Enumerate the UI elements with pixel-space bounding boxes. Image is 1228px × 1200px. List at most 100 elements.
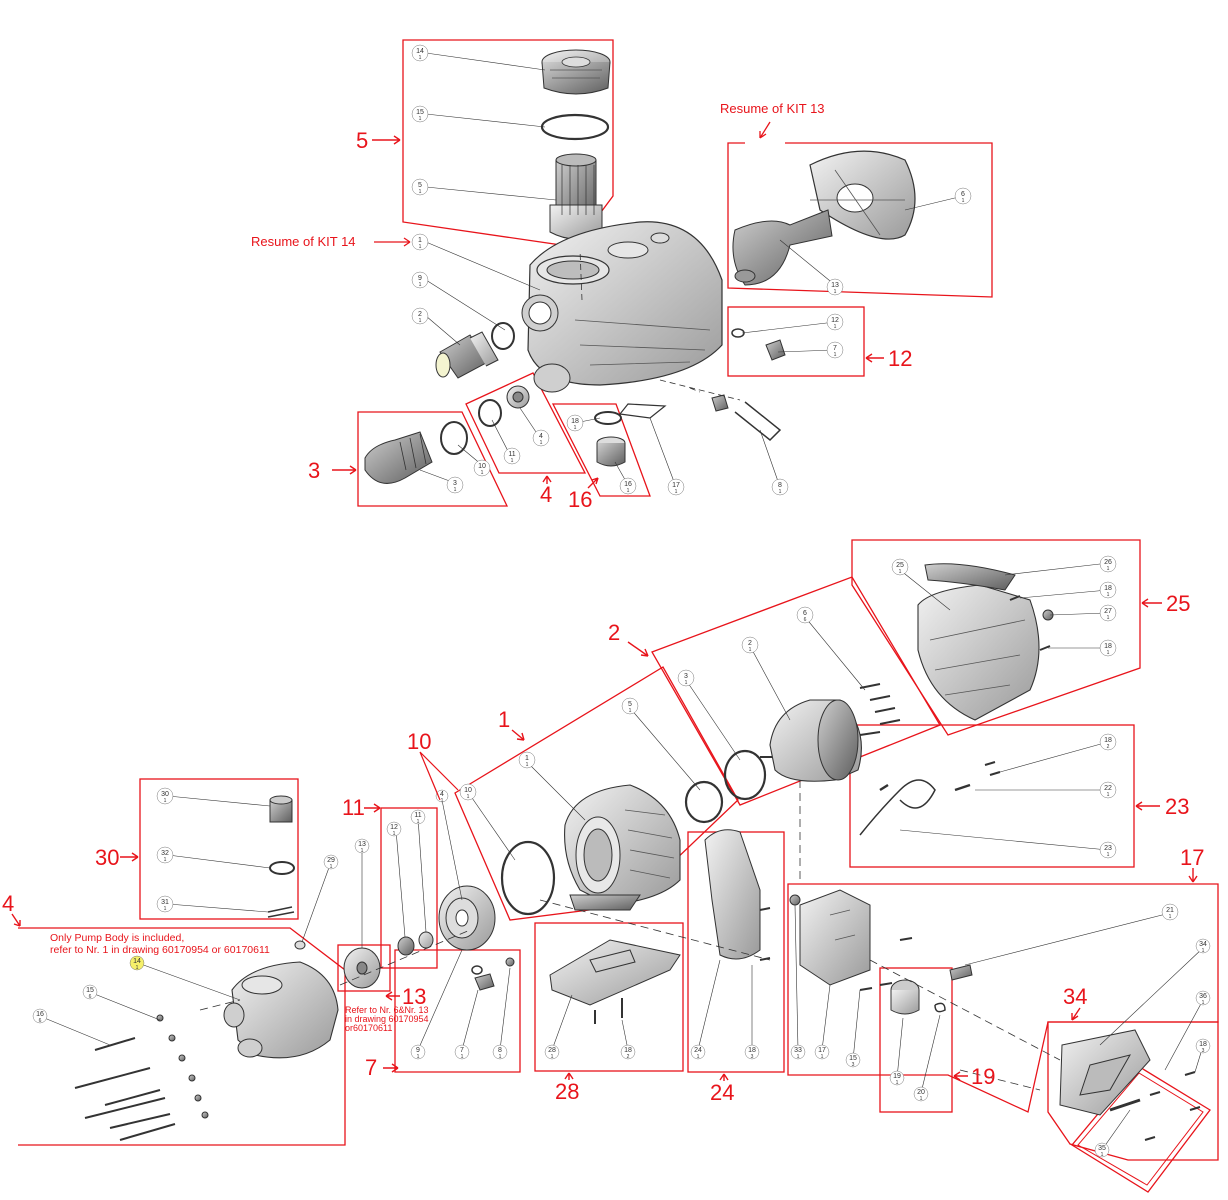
part-callout-bubble: 71 (826, 341, 844, 359)
motor-cover-part (917, 563, 1054, 721)
kit-arrow (11, 913, 21, 927)
hose-fitting-part (435, 331, 499, 379)
part-callout-bubble: 166 (32, 1008, 48, 1024)
svg-text:1: 1 (419, 282, 422, 288)
svg-text:18: 18 (1104, 643, 1112, 650)
svg-text:15: 15 (86, 987, 94, 994)
kit-arrow (120, 852, 139, 862)
svg-text:14: 14 (133, 958, 141, 965)
svg-text:18: 18 (571, 418, 579, 425)
svg-text:1: 1 (441, 798, 444, 804)
part-callout-bubble: 251 (891, 558, 909, 576)
svg-text:4: 4 (440, 791, 444, 798)
svg-text:1: 1 (419, 244, 422, 250)
kit-1-outline (454, 666, 739, 921)
svg-text:17: 17 (818, 1047, 826, 1054)
svg-text:1: 1 (920, 1096, 923, 1102)
top-bubbles: 141 151 51 11 91 21 61 131 (411, 44, 972, 496)
fill-plug-part (269, 795, 293, 823)
svg-text:22: 22 (1104, 785, 1112, 792)
drain-valve-part (471, 957, 515, 991)
part-callout-bubble: 91 (410, 1044, 426, 1060)
o-ring-part (684, 780, 724, 824)
kit-arrow (1071, 1007, 1081, 1021)
svg-text:1: 1 (419, 189, 422, 195)
svg-text:15: 15 (849, 1055, 857, 1062)
kit-label: 23 (1165, 794, 1189, 819)
svg-text:1: 1 (962, 198, 965, 204)
kit-arrow (419, 751, 459, 801)
svg-text:17: 17 (672, 482, 680, 489)
kit-13-bottom-outline (337, 944, 391, 992)
o-ring-part (269, 861, 295, 875)
svg-text:1: 1 (417, 819, 420, 825)
svg-text:1: 1 (834, 289, 837, 295)
svg-text:1: 1 (797, 1054, 800, 1060)
svg-text:10: 10 (478, 463, 486, 470)
svg-text:1: 1 (393, 831, 396, 837)
svg-text:1: 1 (481, 470, 484, 476)
svg-text:6: 6 (804, 617, 807, 623)
svg-text:18: 18 (1199, 1041, 1207, 1048)
svg-text:29: 29 (327, 857, 335, 864)
kit-label: 34 (1063, 984, 1087, 1009)
kit-arrow (865, 353, 884, 363)
svg-text:35: 35 (1098, 1145, 1106, 1152)
svg-text:14: 14 (416, 48, 424, 55)
svg-text:1: 1 (419, 116, 422, 122)
part-callout-bubble: 171 (667, 478, 685, 496)
part-callout-bubble: 66 (796, 606, 814, 624)
bolts-part (74, 1037, 176, 1141)
o-ring-part (491, 322, 515, 350)
part-callout-bubble: 181 (1099, 581, 1117, 599)
svg-text:31: 31 (161, 899, 169, 906)
svg-text:1: 1 (675, 489, 678, 495)
kit-arrow (564, 1072, 574, 1080)
kit-arrow (627, 641, 649, 657)
pump-body-part (521, 221, 723, 393)
kit-arrow (364, 803, 381, 813)
refer-note: in drawing 60170954 (345, 1014, 429, 1024)
kit-label: 3 (308, 458, 320, 483)
clip-part (734, 401, 782, 442)
part-callout-bubble: 41 (532, 429, 550, 447)
part-callout-bubble: 171 (814, 1044, 830, 1060)
seal-plate-part (438, 885, 496, 951)
control-cover-part (1059, 1029, 1201, 1141)
part-callout-bubble: 182 (620, 1044, 636, 1060)
part-callout-bubble: 11 (518, 751, 536, 769)
kit-arrow (385, 991, 400, 1001)
part-callout-bubble: 131 (826, 278, 844, 296)
refer-note: or60170611 (345, 1023, 392, 1033)
part-callout-bubble: 181 (1099, 639, 1117, 657)
part-callout-bubble: 351 (1094, 1142, 1110, 1158)
svg-text:34: 34 (1199, 941, 1207, 948)
svg-text:1: 1 (540, 440, 543, 446)
kit-label: 28 (555, 1079, 579, 1104)
svg-text:1: 1 (685, 680, 688, 686)
shaft-seal-part (397, 931, 434, 956)
svg-text:2: 2 (627, 1054, 630, 1060)
svg-text:6: 6 (803, 610, 807, 617)
svg-text:30: 30 (161, 791, 169, 798)
part-callout-bubble: 321 (156, 846, 174, 864)
svg-text:5: 5 (628, 701, 632, 708)
svg-text:1: 1 (899, 569, 902, 575)
part-callout-bubble: 156 (82, 984, 98, 1000)
kit-label: 10 (407, 729, 431, 754)
strainer-basket-part (549, 153, 603, 240)
svg-text:1: 1 (511, 458, 514, 464)
svg-text:9: 9 (418, 275, 422, 282)
handle-part (704, 829, 771, 961)
part-callout-bubble: 211 (1161, 903, 1179, 921)
part-callout-bubble: 191 (889, 1070, 905, 1086)
svg-text:18: 18 (748, 1047, 756, 1054)
kit-label: 1 (498, 707, 510, 732)
kit-label: 5 (356, 128, 368, 153)
pump-body-note: Only Pump Body is included, (50, 932, 184, 944)
svg-text:12: 12 (390, 824, 398, 831)
part-callout-bubble: 131 (354, 838, 370, 854)
svg-text:1: 1 (821, 1054, 824, 1060)
svg-text:3: 3 (453, 480, 457, 487)
top-assembly: 141 151 51 11 91 21 61 131 (251, 39, 993, 512)
